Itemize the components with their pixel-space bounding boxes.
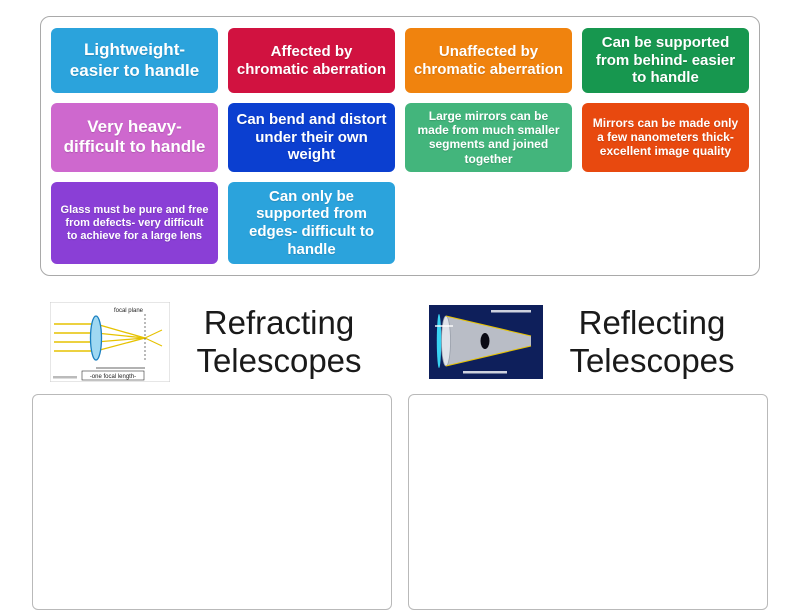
tiny-caption-bar xyxy=(463,371,507,374)
tile[interactable]: Glass must be pure and free from defects… xyxy=(51,181,218,265)
tile[interactable]: Mirrors can be made only a few nanometer… xyxy=(582,103,749,172)
lens-icon xyxy=(89,315,103,362)
group-refracting: focal plane -one focal length- Refractin… xyxy=(32,296,392,611)
tile[interactable]: Can only be supported from edges- diffic… xyxy=(228,181,395,265)
group-reflecting: Reflecting Telescopes xyxy=(408,296,768,611)
group-title-reflecting: Reflecting Telescopes xyxy=(569,303,735,380)
focal-plane-label: focal plane xyxy=(114,308,144,314)
refracting-telescope-image: focal plane -one focal length- xyxy=(50,302,170,383)
group-header-refracting: focal plane -one focal length- Refractin… xyxy=(32,296,392,388)
dropzone-reflecting[interactable] xyxy=(408,394,768,611)
groups-area: focal plane -one focal length- Refractin… xyxy=(32,296,768,611)
dropzone-refracting[interactable] xyxy=(32,394,392,611)
tiny-caption-bar xyxy=(491,310,531,313)
focal-length-label: -one focal length- xyxy=(90,374,136,380)
tile[interactable]: Lightweight- easier to handle xyxy=(51,28,218,94)
group-header-reflecting: Reflecting Telescopes xyxy=(408,296,768,388)
tile[interactable]: Very heavy- difficult to handle xyxy=(51,103,218,172)
tile[interactable]: Can be supported from behind- easier to … xyxy=(582,28,749,94)
tiny-caption-bar xyxy=(53,376,77,379)
tile[interactable]: Can bend and distort under their own wei… xyxy=(228,103,395,172)
corrector-plate-icon xyxy=(436,314,442,369)
group-title-refracting: Refracting Telescopes xyxy=(196,303,362,380)
tiny-caption-bar xyxy=(435,325,453,328)
tile[interactable]: Large mirrors can be made from much smal… xyxy=(405,103,572,172)
tile[interactable]: Unaffected by chromatic aberration xyxy=(405,28,572,94)
tile[interactable]: Affected by chromatic aberration xyxy=(228,28,395,94)
reflecting-telescope-image xyxy=(429,305,543,380)
